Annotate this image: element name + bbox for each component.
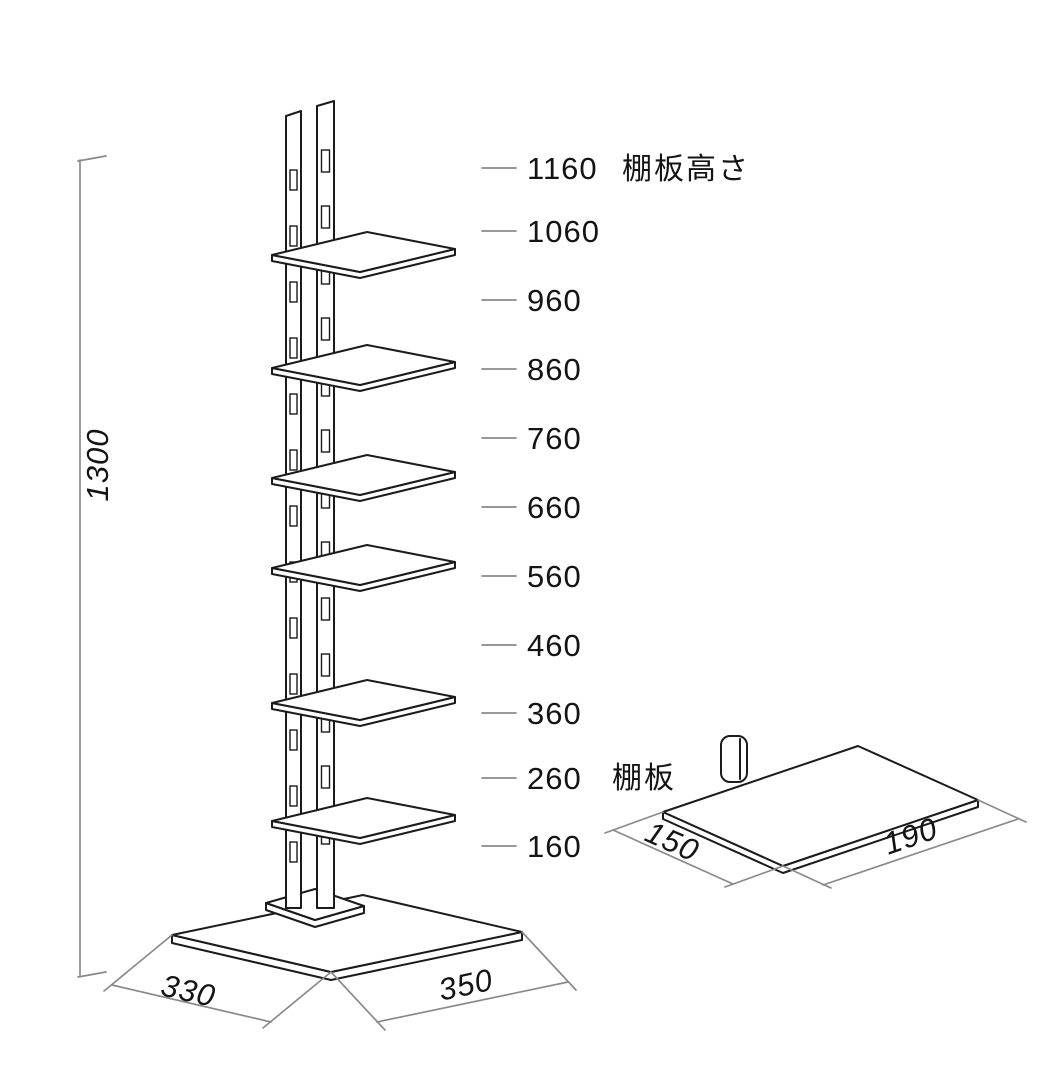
shelf-2 [271,344,456,392]
base-depth-label: 330 [158,968,219,1014]
shelf-1-top [271,231,456,273]
shelf-5-top [271,679,456,721]
height-label-760: 760 [527,421,582,456]
detail-dimension-190: 190 [782,799,1027,889]
post-slots [289,149,331,863]
shelf-detail: 棚板 150 190 [604,735,1027,889]
height-label-860: 860 [527,352,582,387]
height-label-160: 160 [527,829,582,864]
height-label-960: 960 [527,283,582,318]
dim-150-ext-1 [604,811,664,834]
dim-350-ext-2 [521,931,577,991]
height-label-460: 460 [527,628,582,663]
dim-150-ext-2 [724,865,784,888]
shelf-3 [271,454,456,502]
dim-350-line [376,981,569,1023]
shelf-1 [271,231,456,279]
shelf-6-top [271,797,456,839]
shelf-detail-label: 棚板 [612,762,676,795]
height-dim-tick-bottom [77,971,107,978]
shelf-height-title: 棚板高さ [622,153,750,186]
dim-190-line [822,818,1019,886]
height-label-1060: 1060 [527,214,600,249]
base-width-label: 350 [435,962,496,1008]
dim-330-ext-2 [262,971,332,1029]
dim-150-line [612,829,734,885]
shelf-2-top [271,344,456,386]
shelf-5 [271,679,456,727]
posts [285,100,335,909]
dim-330-line [111,984,272,1023]
height-label-360: 360 [527,696,582,731]
height-label-260: 260 [527,761,582,796]
shelf-height-scale: 1160 1060 960 860 760 660 560 460 360 26… [481,151,750,864]
dim-190-ext-2 [977,799,1027,823]
height-dim-tick-top [77,155,107,162]
dim-350-ext-1 [330,971,386,1031]
shelf-4 [271,544,456,592]
shelf-3-top [271,454,456,496]
overall-height-dimension: 1300 [77,155,115,978]
detail-bracket [720,735,748,783]
height-label-1160: 1160 [527,151,598,186]
shelf-6 [271,797,456,845]
overall-height-label: 1300 [80,429,115,502]
shelf-4-top [271,544,456,586]
height-label-560: 560 [527,559,582,594]
dim-330-ext-1 [103,934,173,992]
height-label-660: 660 [527,490,582,525]
